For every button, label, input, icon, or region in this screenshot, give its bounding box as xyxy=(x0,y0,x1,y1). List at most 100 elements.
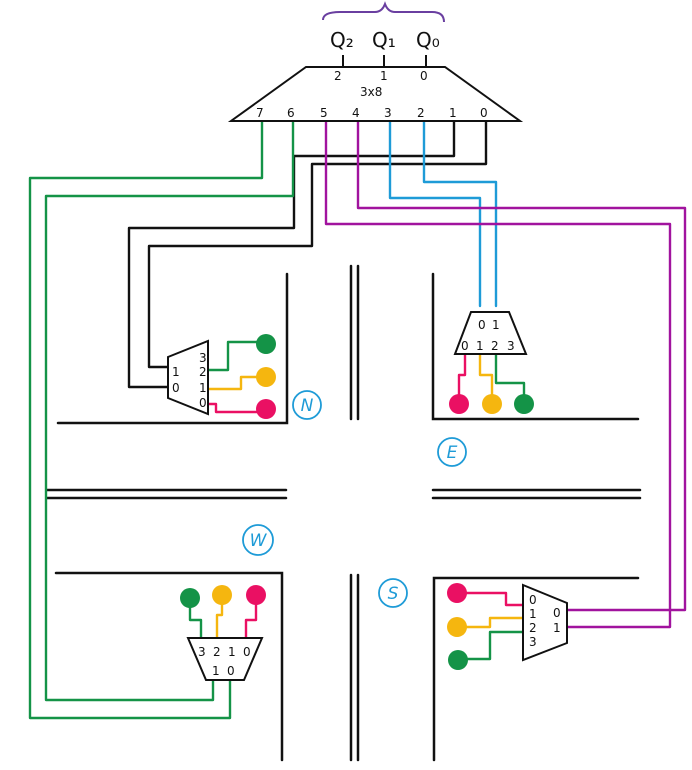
direction-labels: N E W S xyxy=(242,390,467,608)
mux-south-pin-3: 3 xyxy=(529,635,537,649)
south-label: S xyxy=(388,584,399,604)
mux-north-body xyxy=(167,339,209,416)
south-yellow-light xyxy=(447,617,467,637)
mux-east: 0 1 0 1 2 3 xyxy=(453,311,528,355)
mux-west-sel-0: 0 xyxy=(227,664,235,678)
north-label: N xyxy=(301,396,314,416)
west-green-light xyxy=(180,588,200,608)
wire-out7-to-west-mux xyxy=(28,120,264,720)
decoder-output-6: 6 xyxy=(287,106,295,120)
mux-north-pin-0: 0 xyxy=(199,396,207,410)
wire-east-yellow xyxy=(478,352,494,400)
mux-east-pin-3: 3 xyxy=(507,339,515,353)
mux-south-pin-1: 1 xyxy=(529,607,537,621)
median-west xyxy=(45,488,288,500)
decoder-input-pin-0: 0 xyxy=(420,69,428,83)
median-south xyxy=(349,573,360,762)
decoder-input-q2: Q₂ xyxy=(330,28,354,52)
mux-east-pin-1: 1 xyxy=(476,339,484,353)
south-label-ring xyxy=(378,578,408,608)
wire-out1-to-north-mux xyxy=(127,120,456,389)
mux-east-sel-1: 1 xyxy=(492,318,500,332)
decoder-input-pin-1: 1 xyxy=(380,69,388,83)
wire-west-green xyxy=(188,601,203,640)
mux-east-pin-0: 0 xyxy=(461,339,469,353)
mux-east-body xyxy=(453,311,528,355)
mux-west-body xyxy=(186,637,264,681)
wire-out6-to-west-mux xyxy=(44,120,295,702)
wire-south-yellow xyxy=(464,616,525,629)
decoder-3x8: Q₂ Q₁ Q₀ 2 1 0 3x8 7 6 5 4 3 2 1 0 xyxy=(227,1,524,122)
wire-south-green xyxy=(464,630,525,661)
wire-out2-to-east-mux xyxy=(422,120,498,308)
mux-north-pin-3: 3 xyxy=(199,351,207,365)
wire-south-red xyxy=(464,591,525,607)
wire-out4-to-south-mux xyxy=(356,120,687,612)
wire-west-red xyxy=(244,599,258,640)
mux-east-sel-0: 0 xyxy=(478,318,486,332)
wire-north-yellow xyxy=(206,375,264,391)
decoder-output-3: 3 xyxy=(384,106,392,120)
median-north xyxy=(349,264,360,421)
road-nw-corner xyxy=(56,272,289,425)
decoder-title: 3x8 xyxy=(360,85,382,99)
mux-south-pin-0: 0 xyxy=(529,593,537,607)
south-green-light xyxy=(448,650,468,670)
wire-east-green xyxy=(494,352,526,400)
decoder-output-4: 4 xyxy=(352,106,360,120)
wire-out3-to-east-mux xyxy=(388,120,482,308)
mux-south-sel-1: 1 xyxy=(553,621,561,635)
wire-north-green xyxy=(206,340,264,372)
mux-north-sel-1: 1 xyxy=(172,365,180,379)
east-green-light xyxy=(514,394,534,414)
north-green-light xyxy=(256,334,276,354)
mux-west-pin-1: 1 xyxy=(228,645,236,659)
east-label: E xyxy=(447,443,458,463)
mux-east-pin-2: 2 xyxy=(491,339,499,353)
decoder-output-7: 7 xyxy=(256,106,264,120)
north-label-ring xyxy=(292,390,322,420)
east-red-light xyxy=(449,394,469,414)
wire-north-red xyxy=(206,402,264,414)
road-ne-corner xyxy=(431,272,640,421)
mux-south: 0 1 2 3 0 1 xyxy=(522,583,568,662)
mux-west: 3 2 1 0 1 0 xyxy=(186,637,264,681)
wires xyxy=(28,120,687,720)
road-se-corner xyxy=(432,576,640,762)
decoder-input-pin-2: 2 xyxy=(334,69,342,83)
road-sw-corner xyxy=(54,571,284,762)
mux-west-pin-0: 0 xyxy=(243,645,251,659)
wire-east-red xyxy=(457,352,467,400)
mux-west-pin-3: 3 xyxy=(198,645,206,659)
mux-west-pin-2: 2 xyxy=(213,645,221,659)
mux-north-sel-0: 0 xyxy=(172,381,180,395)
west-label-ring xyxy=(242,524,274,556)
decoder-output-5: 5 xyxy=(320,106,328,120)
mux-south-sel-0: 0 xyxy=(553,606,561,620)
east-yellow-light xyxy=(482,394,502,414)
west-yellow-light xyxy=(212,585,232,605)
wire-out5-to-south-mux xyxy=(324,120,672,629)
wire-out0-to-north-mux xyxy=(147,120,488,369)
south-red-light xyxy=(447,583,467,603)
mux-south-body xyxy=(522,583,568,662)
east-label-ring xyxy=(437,437,467,467)
traffic-lights xyxy=(180,334,534,670)
north-yellow-light xyxy=(256,367,276,387)
wire-west-yellow xyxy=(215,599,224,640)
decoder-input-q0: Q₀ xyxy=(416,28,440,52)
north-red-light xyxy=(256,399,276,419)
decoder-output-1: 1 xyxy=(449,106,457,120)
decoder-output-2: 2 xyxy=(417,106,425,120)
decoder-output-0: 0 xyxy=(480,106,488,120)
mux-west-sel-1: 1 xyxy=(212,664,220,678)
decoder-body xyxy=(227,66,524,122)
decoder-input-q1: Q₁ xyxy=(372,28,396,52)
mux-north: 3 2 1 0 1 0 xyxy=(167,339,209,416)
median-east xyxy=(431,488,642,500)
select-brace xyxy=(322,1,445,23)
west-label: W xyxy=(250,531,268,551)
mux-north-pin-2: 2 xyxy=(199,365,207,379)
mux-south-pin-2: 2 xyxy=(529,621,537,635)
